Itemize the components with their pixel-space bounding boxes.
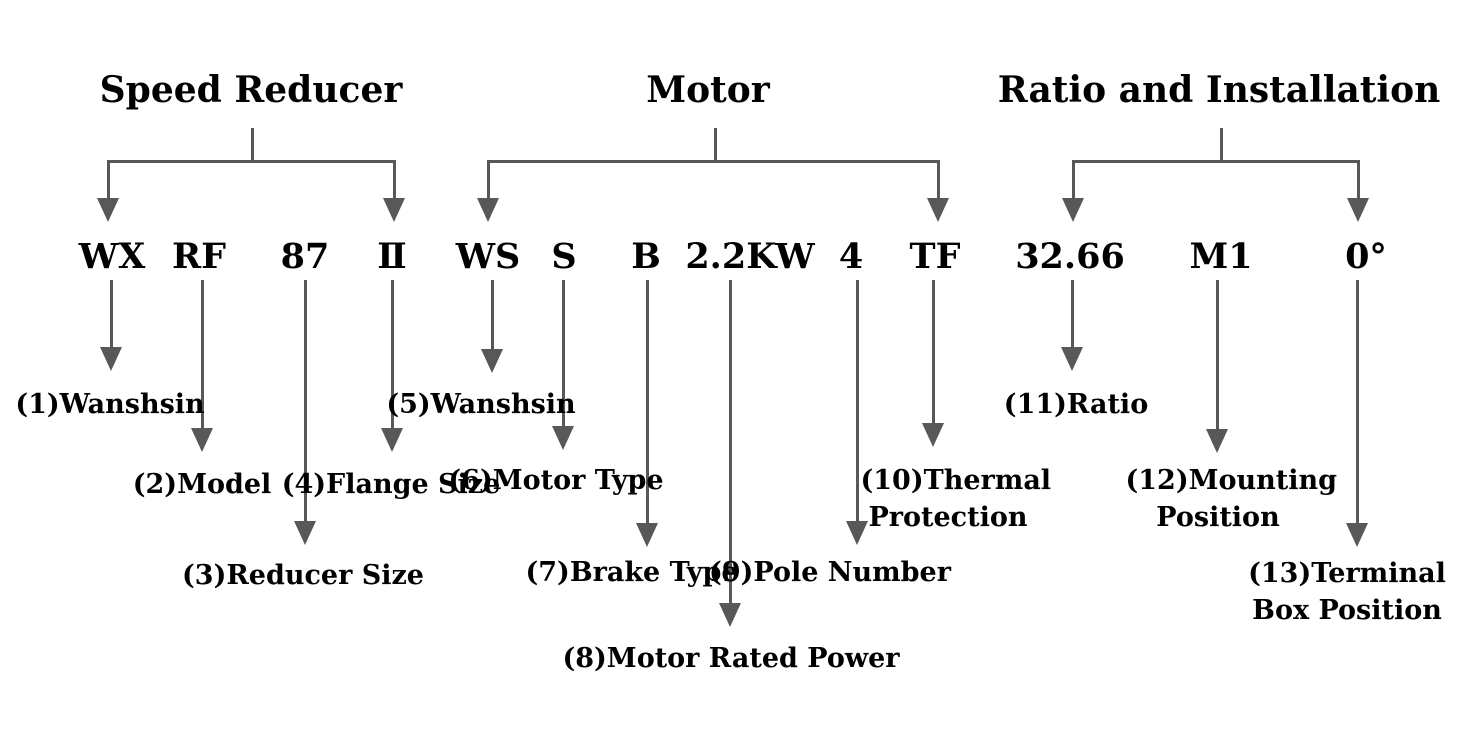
speed-reducer-branch-bar: [107, 159, 396, 163]
speed-reducer-stem-line: [250, 128, 254, 162]
code-32-66: 32.66: [1015, 236, 1125, 277]
motor-branch-bar: [486, 159, 940, 163]
arrow-0-deg-icon: [1355, 280, 1359, 523]
label-5-wanshsin: (5)Wanshsin: [386, 389, 576, 420]
motor-right-branch-arrow-icon: [936, 160, 940, 198]
code-flange-ii: Ⅱ: [377, 236, 407, 277]
motor-left-branch-arrow-icon: [486, 160, 490, 198]
label-9-pole-number: (9)Pole Number: [709, 557, 951, 588]
code-4: 4: [838, 236, 864, 277]
code-87: 87: [280, 236, 330, 277]
motor-stem-line: [713, 128, 717, 162]
code-ws: WS: [455, 236, 521, 277]
label-6-motor-type: (6)Motor Type: [448, 465, 664, 496]
arrow-tf-icon: [931, 280, 935, 423]
label-13-terminal-box-position: (13)Terminal Box Position: [1248, 558, 1446, 626]
group-title-speed-reducer: Speed Reducer: [99, 69, 403, 111]
label-10-thermal-protection: (10)Thermal Protection: [860, 465, 1052, 533]
arrow-b-icon: [645, 280, 649, 523]
arrow-ii-icon: [390, 280, 394, 428]
arrow-4-icon: [855, 280, 859, 521]
label-8-motor-rated-power: (8)Motor Rated Power: [562, 643, 900, 674]
label-2-model: (2)Model: [132, 469, 272, 500]
group-title-ratio-and-installation: Ratio and Installation: [997, 69, 1441, 111]
code-m1: M1: [1189, 236, 1253, 277]
arrow-m1-icon: [1215, 280, 1219, 429]
arrow-s-icon: [561, 280, 565, 426]
arrow-wx-icon: [109, 280, 113, 347]
code-wx: WX: [78, 236, 146, 277]
code-rf: RF: [172, 236, 226, 277]
code-tf: TF: [909, 236, 961, 277]
code-2-2kw: 2.2KW: [685, 236, 815, 277]
label-4-flange-size: (4)Flange Size: [281, 469, 501, 500]
code-0-deg: 0°: [1345, 236, 1387, 277]
label-11-ratio: (11)Ratio: [1003, 389, 1149, 420]
arrow-ws-icon: [490, 280, 494, 349]
label-1-wanshsin: (1)Wanshsin: [15, 389, 205, 420]
speed-reducer-right-branch-arrow-icon: [392, 160, 396, 198]
label-12-mounting-position: (12)Mounting Position: [1125, 465, 1338, 533]
arrow-rf-icon: [200, 280, 204, 428]
arrow-87-icon: [303, 280, 307, 521]
group-title-motor: Motor: [646, 69, 770, 111]
arrow-2-2kw-icon: [728, 280, 732, 603]
code-s: S: [551, 236, 577, 277]
label-7-brake-type: (7)Brake Type: [525, 557, 739, 588]
code-b: B: [631, 236, 661, 277]
ratio-right-branch-arrow-icon: [1356, 160, 1360, 198]
label-3-reducer-size: (3)Reducer Size: [182, 560, 424, 591]
ratio-stem-line: [1219, 128, 1223, 162]
ratio-left-branch-arrow-icon: [1071, 160, 1075, 198]
arrow-32-66-icon: [1070, 280, 1074, 347]
speed-reducer-left-branch-arrow-icon: [106, 160, 110, 198]
ratio-branch-bar: [1071, 159, 1359, 163]
